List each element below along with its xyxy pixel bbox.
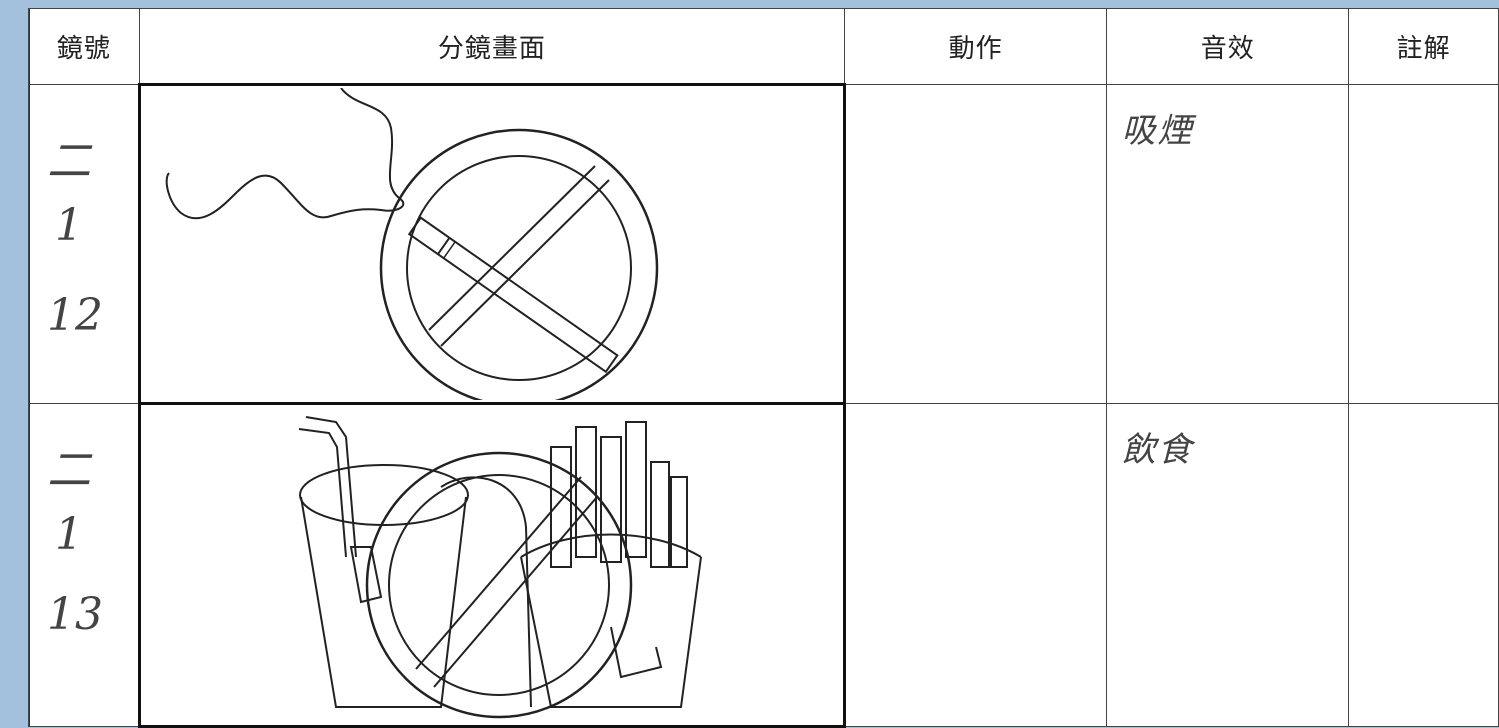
table-row: 二 1 12 [28,83,1499,405]
sound-cell: 飲食 [1106,403,1350,727]
shot-cut: 1 [55,200,83,251]
header-row: 鏡號 分鏡畫面 動作 音效 註解 [28,8,1499,85]
no-smoking-icon [165,88,659,400]
shot-number: 13 [47,589,103,640]
header-frame: 分鏡畫面 [138,8,845,85]
sound-text: 吸煙 [1121,111,1194,151]
header-action: 動作 [843,8,1108,85]
shot-cut: 1 [55,509,83,560]
sound-cell: 吸煙 [1106,84,1350,404]
header-sound: 音效 [1106,8,1350,85]
notes-cell [1348,403,1499,727]
frame-cell [137,402,846,728]
header-notes: 註解 [1348,8,1499,85]
sound-text: 飲食 [1121,430,1194,470]
shot-number-cell: 二 1 13 [28,403,140,727]
storyboard-table: 鏡號 分鏡畫面 動作 音效 註解 二 1 12 [28,8,1499,728]
shot-scene: 二 [47,445,91,496]
header-shot-number: 鏡號 [28,8,140,85]
no-food-drink-icon [298,416,702,719]
table-row: 二 1 13 [28,402,1499,728]
shot-number-cell: 二 1 12 [28,84,140,404]
shot-scene: 二 [47,136,91,187]
shot-number: 12 [47,290,103,341]
frame-cell [137,83,846,405]
action-cell [843,403,1108,727]
notes-cell [1348,84,1499,404]
action-cell [843,84,1108,404]
